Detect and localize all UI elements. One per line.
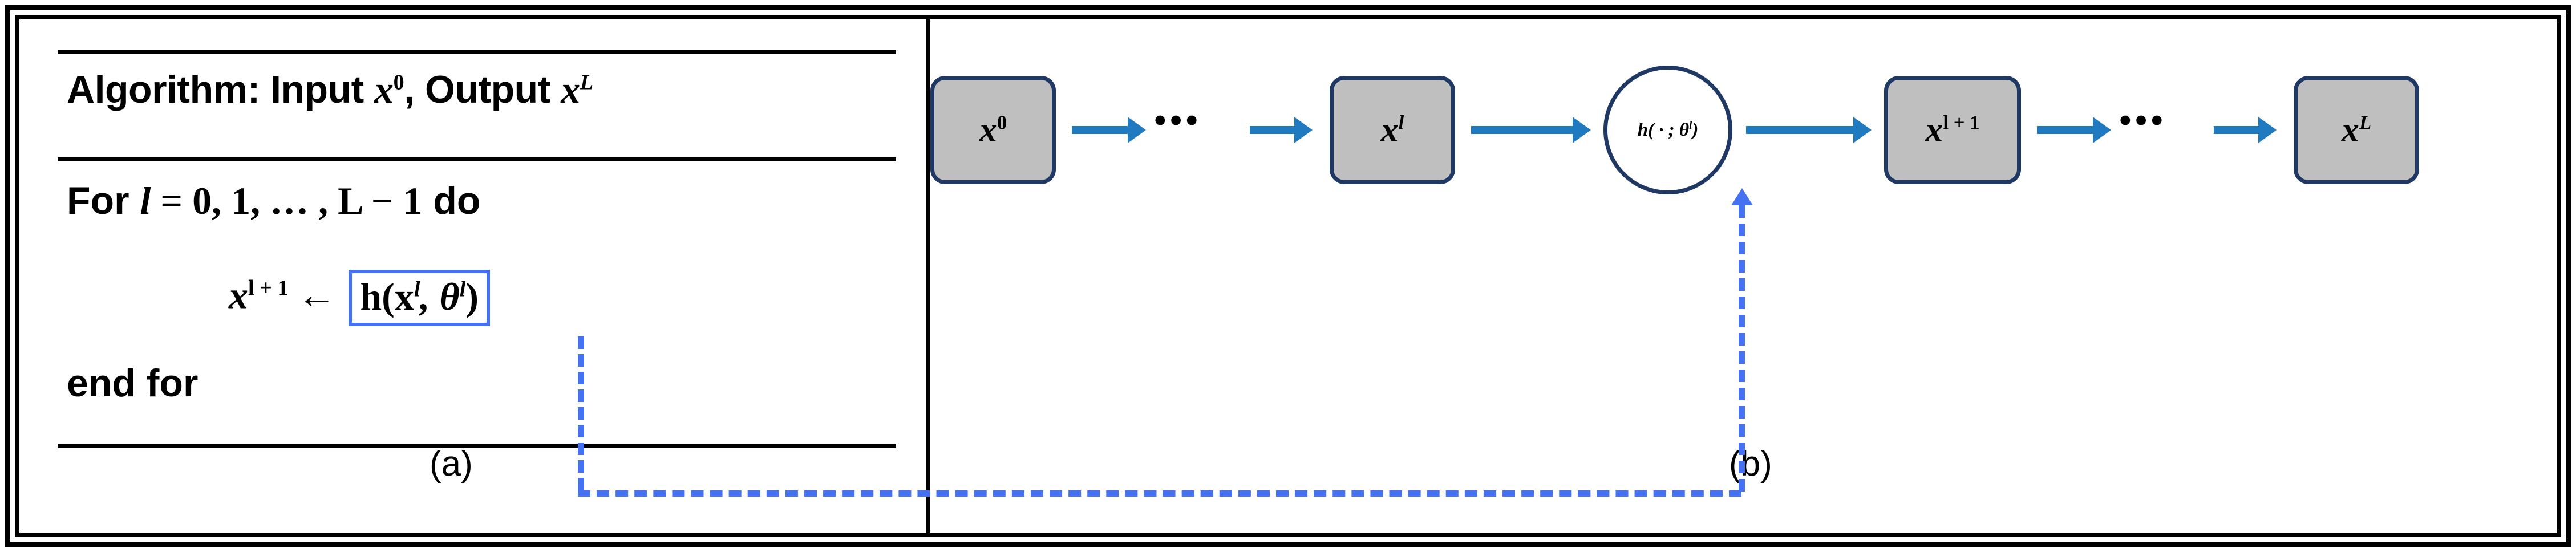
algorithm-title-sup1: 0	[393, 70, 404, 95]
assignment-rhs-fn: h(x	[360, 275, 414, 318]
panel-b-label: (b)	[1729, 444, 1772, 484]
ellipsis-right: •••	[2119, 102, 2167, 140]
algorithm-rule-bottom	[58, 444, 896, 448]
assignment-arrow: ←	[297, 273, 337, 317]
algorithm-title: Algorithm: Input x0, Output xL	[67, 67, 593, 112]
panel-b: x0 ••• xl h( · ; θl) xl + 1 •••	[930, 19, 2557, 533]
arrow-dots-to-xL	[2214, 117, 2277, 143]
ellipsis-left: •••	[1154, 102, 1202, 140]
node-xL[interactable]: xL	[2294, 76, 2419, 184]
feedback-dash-segment-up	[1739, 205, 1745, 492]
node-x0[interactable]: x0	[930, 76, 1056, 184]
panel-a-label: (a)	[430, 444, 473, 484]
arrow-xl1-to-dots	[2037, 117, 2111, 143]
algorithm-for-suffix: do	[422, 179, 481, 222]
assignment-rhs-sup1: l	[414, 277, 420, 302]
algorithm-title-sup2: L	[580, 70, 593, 95]
arrow-xl-to-h	[1471, 117, 1591, 143]
feedback-dash-segment-across	[578, 490, 1741, 497]
feedback-arrowhead-icon	[1731, 188, 1753, 205]
highlighted-update-box[interactable]: h(xl, θl)	[349, 270, 490, 326]
assignment-rhs-close: )	[465, 275, 479, 318]
panel-a: Algorithm: Input x0, Output xL For l = 0…	[19, 19, 926, 533]
algorithm-title-var2: x	[561, 68, 580, 111]
panel-divider	[926, 19, 930, 533]
algorithm-for-prefix: For	[67, 179, 140, 222]
arrow-h-to-xl1	[1746, 117, 1872, 143]
algorithm-for-eq: =	[151, 179, 193, 222]
assignment-lhs-sup: l + 1	[248, 275, 289, 300]
algorithm-title-mid: , Output	[404, 68, 561, 111]
arrow-dots-to-xl	[1250, 117, 1313, 143]
algorithm-for-index: l	[140, 179, 151, 222]
arrow-x0-to-dots	[1072, 117, 1146, 143]
node-xl-label: xl	[1380, 110, 1404, 149]
algorithm-title-prefix: Algorithm: Input	[67, 68, 375, 111]
node-xl1[interactable]: xl + 1	[1884, 76, 2021, 184]
assignment-lhs-var: x	[229, 273, 248, 317]
algorithm-rule-top	[58, 50, 896, 54]
node-x0-label: x0	[979, 110, 1007, 149]
node-h-label: h( · ; θl)	[1637, 119, 1699, 140]
feedback-dash-segment-down	[578, 336, 584, 490]
node-xl1-label: xl + 1	[1925, 110, 1980, 149]
algorithm-for-range: 0, 1, … , L − 1	[192, 179, 423, 222]
algorithm-assignment-line: xl + 1←h(xl, θl)	[229, 270, 490, 326]
algorithm-block: Algorithm: Input x0, Output xL For l = 0…	[58, 50, 896, 501]
algorithm-for-line: For l = 0, 1, … , L − 1 do	[67, 178, 480, 224]
algorithm-end-for: end for	[67, 362, 199, 405]
algorithm-rule-middle	[58, 157, 896, 161]
algorithm-title-var1: x	[374, 68, 394, 111]
node-xL-label: xL	[2341, 110, 2372, 149]
assignment-rhs-mid: , θ	[420, 275, 460, 318]
node-h-function[interactable]: h( · ; θl)	[1603, 66, 1732, 194]
assignment-rhs-sup2: l	[459, 277, 466, 302]
node-xl[interactable]: xl	[1330, 76, 1455, 184]
